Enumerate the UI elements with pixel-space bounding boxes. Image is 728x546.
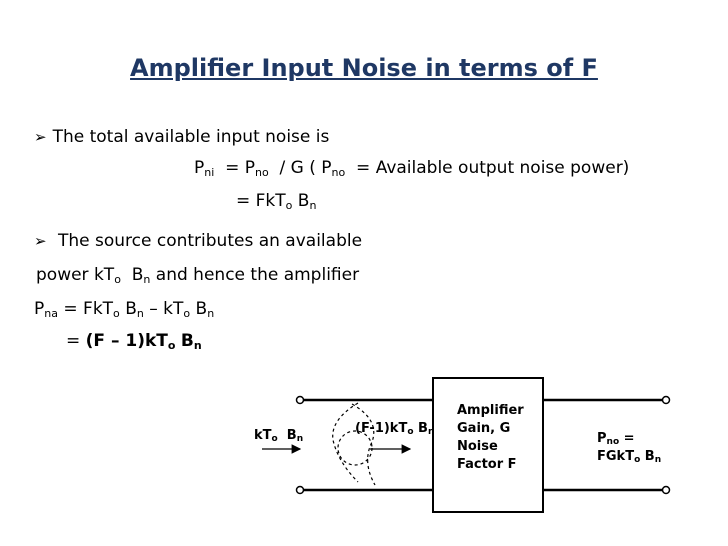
eq-sub-no: no <box>255 166 269 179</box>
arrow-bullet-icon: ➢ <box>34 128 47 146</box>
line-power: power kTo Bn and hence the amplifier <box>36 265 359 285</box>
l7-sub-o: o <box>167 339 176 352</box>
eq-over-g: / G ( P <box>279 158 332 178</box>
l6-b2: B <box>195 299 208 319</box>
line4-text: The source contributes an available <box>57 231 363 251</box>
terminal-in-top <box>295 395 305 405</box>
terminal-in-bottom <box>295 485 305 495</box>
box-line-gain: Gain, G <box>457 421 511 436</box>
line-pna: Pna = FkTo Bn – kTo Bn <box>34 299 214 319</box>
l6-p: P <box>34 299 45 319</box>
box-line-amplifier: Amplifier <box>457 403 524 418</box>
l7-a: (F – 1)kT <box>85 331 168 351</box>
l7-b: B <box>180 331 194 351</box>
out-line-1: Pno = <box>597 430 661 448</box>
eq3-sub-n: n <box>309 199 317 212</box>
eq3-b: B <box>297 191 310 211</box>
arrow-bullet-icon: ➢ <box>34 232 47 250</box>
line-total-noise: ➢ The total available input noise is <box>34 127 329 147</box>
slide-title: Amplifier Input Noise in terms of F <box>130 54 598 82</box>
eq-p: P <box>194 158 205 178</box>
l5-b: B <box>131 265 144 285</box>
l6-sub-o1: o <box>113 307 120 320</box>
l7-sub-n: n <box>193 339 202 352</box>
l5-sub-o: o <box>114 273 121 286</box>
out-b: B <box>644 449 655 464</box>
equation-fktb: = FkTo Bn <box>236 191 316 211</box>
terminal-out-bottom <box>661 485 671 495</box>
l6-sub-na: na <box>44 307 58 320</box>
src-b: B <box>286 428 297 443</box>
amp-a: (F-1)kT <box>355 421 408 436</box>
l6-sub-n1: n <box>136 307 144 320</box>
src-a: kT <box>254 428 272 443</box>
equation-pni: Pni = Pno / G ( Pno = Available output n… <box>194 158 629 178</box>
amp-b: B <box>418 421 428 436</box>
out-a: FGkT <box>597 449 635 464</box>
l5-a: power kT <box>36 265 115 285</box>
terminal-out-top <box>661 395 671 405</box>
amplifier-noise-label: (F-1)kTo Bn <box>355 420 434 437</box>
eq3-sub-o: o <box>285 199 293 212</box>
out-sub-n: n <box>654 455 662 465</box>
box-line-factor: Factor F <box>457 457 517 472</box>
source-noise-label: kTo Bn <box>254 427 303 444</box>
output-noise-label: Pno = FGkTo Bn <box>597 430 661 466</box>
box-line-noise: Noise <box>457 439 498 454</box>
l6-a: = FkT <box>63 299 114 319</box>
eq3-a: = FkT <box>236 191 286 211</box>
l6-sub-o2: o <box>183 307 191 320</box>
eq-equals-p: = P <box>225 158 256 178</box>
l5-sub-n: n <box>143 273 151 286</box>
src-sub-n: n <box>296 434 304 444</box>
amp-sub-o: o <box>407 427 414 437</box>
amplifier-box-text: Amplifier Gain, G Noise Factor F <box>457 402 524 474</box>
line-result: = (F – 1)kTo Bn <box>66 331 202 351</box>
l7-eq: = <box>66 331 81 351</box>
out-sub-no: no <box>606 437 620 447</box>
out-sub-o: o <box>634 455 641 465</box>
noise-source-dashed <box>332 402 376 486</box>
line1-text: The total available input noise is <box>52 127 330 147</box>
eq-tail: = Available output noise power) <box>356 158 630 178</box>
out-p: P <box>597 431 607 446</box>
src-sub-o: o <box>271 434 278 444</box>
l5-c: and hence the amplifier <box>155 265 360 285</box>
out-eq: = <box>623 431 635 446</box>
l6-sub-n2: n <box>207 307 215 320</box>
amp-sub-n: n <box>427 427 435 437</box>
l6-b1: B <box>125 299 137 319</box>
amplifier-box <box>432 377 544 513</box>
eq-sub-ni: ni <box>204 166 215 179</box>
l6-c: – kT <box>149 299 184 319</box>
out-line-2: FGkTo Bn <box>597 448 661 466</box>
line-source-contributes: ➢ The source contributes an available <box>34 231 362 251</box>
eq-sub-no-2: no <box>331 166 346 179</box>
